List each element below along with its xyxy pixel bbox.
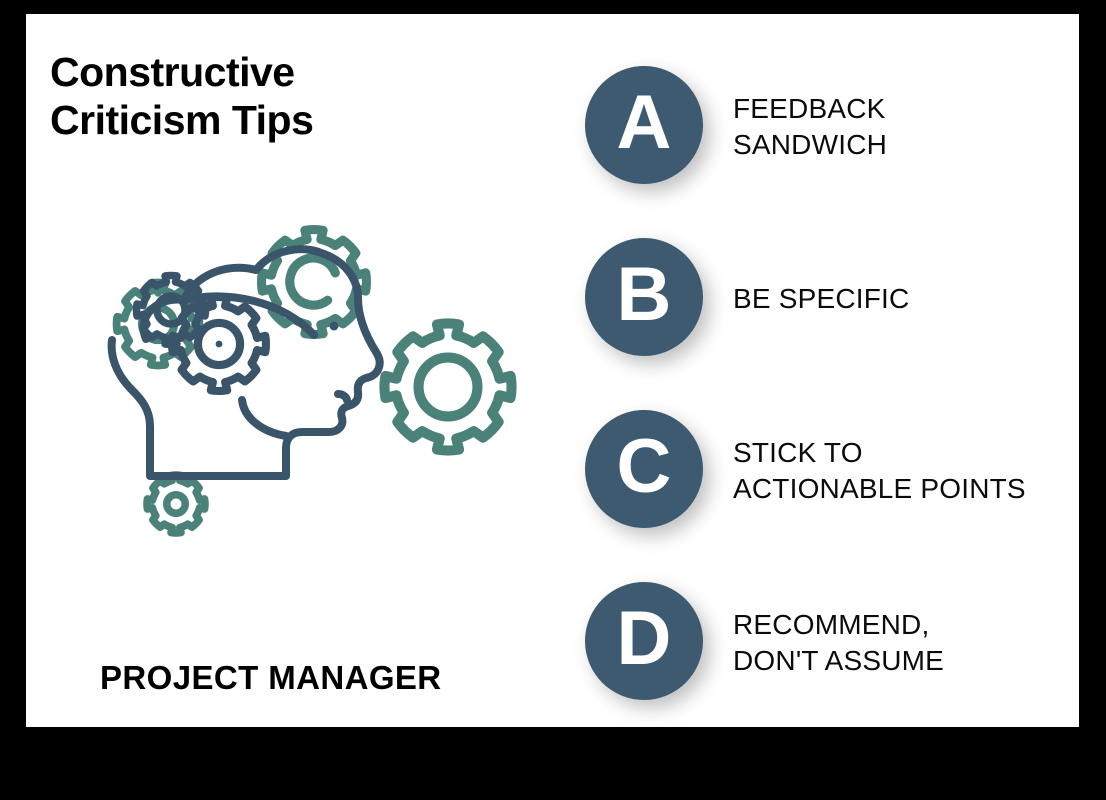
tip-label-a-line-1: FEEDBACK [733, 93, 886, 125]
tip-label-c-line-1: STICK TO [733, 437, 863, 469]
badge-letter-d: D [616, 596, 672, 681]
badge-letter-c: C [616, 424, 672, 509]
role-caption: PROJECT MANAGER [100, 659, 442, 696]
tip-label-b-line-1: BE SPECIFIC [733, 283, 910, 315]
page-title-line-2: Criticism Tips [50, 96, 314, 143]
badge-letter-b: B [616, 252, 672, 337]
tip-row-b[interactable]: B BE SPECIFIC [585, 213, 1079, 385]
tip-label-a: FEEDBACK SANDWICH [733, 91, 887, 163]
brain-gears-icon [132, 271, 271, 396]
project-manager-illustration [66, 204, 556, 604]
tip-row-a[interactable]: A FEEDBACK SANDWICH [585, 41, 1079, 213]
badge-b[interactable]: B [585, 238, 710, 364]
badge-letter-a: A [616, 80, 672, 165]
badge-d[interactable]: D [585, 582, 710, 708]
tip-label-c: STICK TO ACTIONABLE POINTS [733, 435, 1026, 507]
infographic-canvas: Constructive Criticism Tips [26, 14, 1079, 727]
head-and-gears-svg [107, 224, 517, 537]
gear-icon-medium-top-center [256, 224, 372, 340]
badge-c[interactable]: C [585, 410, 710, 536]
tip-row-c[interactable]: C STICK TO ACTIONABLE POINTS [585, 385, 1079, 557]
tip-label-b: BE SPECIFIC [733, 281, 909, 317]
badge-a[interactable]: A [585, 66, 710, 192]
tip-label-c-line-2: ACTIONABLE POINTS [733, 473, 1026, 504]
badge-circle: B [585, 238, 703, 356]
tip-label-d-line-2: DON'T ASSUME [733, 645, 945, 676]
tip-label-d: RECOMMEND, DON'T ASSUME [733, 607, 944, 679]
page-title: Constructive Criticism Tips [50, 49, 530, 145]
page-title-line-1: Constructive [50, 49, 295, 95]
gear-icon-tiny-bottom-left [143, 471, 209, 537]
badge-circle: A [585, 66, 703, 184]
tip-label-d-line-1: RECOMMEND, [733, 609, 930, 641]
tip-label-a-line-2: SANDWICH [733, 129, 888, 160]
tip-row-d[interactable]: D RECOMMEND, DON'T ASSUME [585, 557, 1079, 727]
gear-icon-large-right [379, 318, 517, 456]
badge-circle: C [585, 410, 703, 528]
tips-list: A FEEDBACK SANDWICH B BE SPECIFIC [585, 41, 1079, 727]
badge-circle: D [585, 582, 703, 700]
